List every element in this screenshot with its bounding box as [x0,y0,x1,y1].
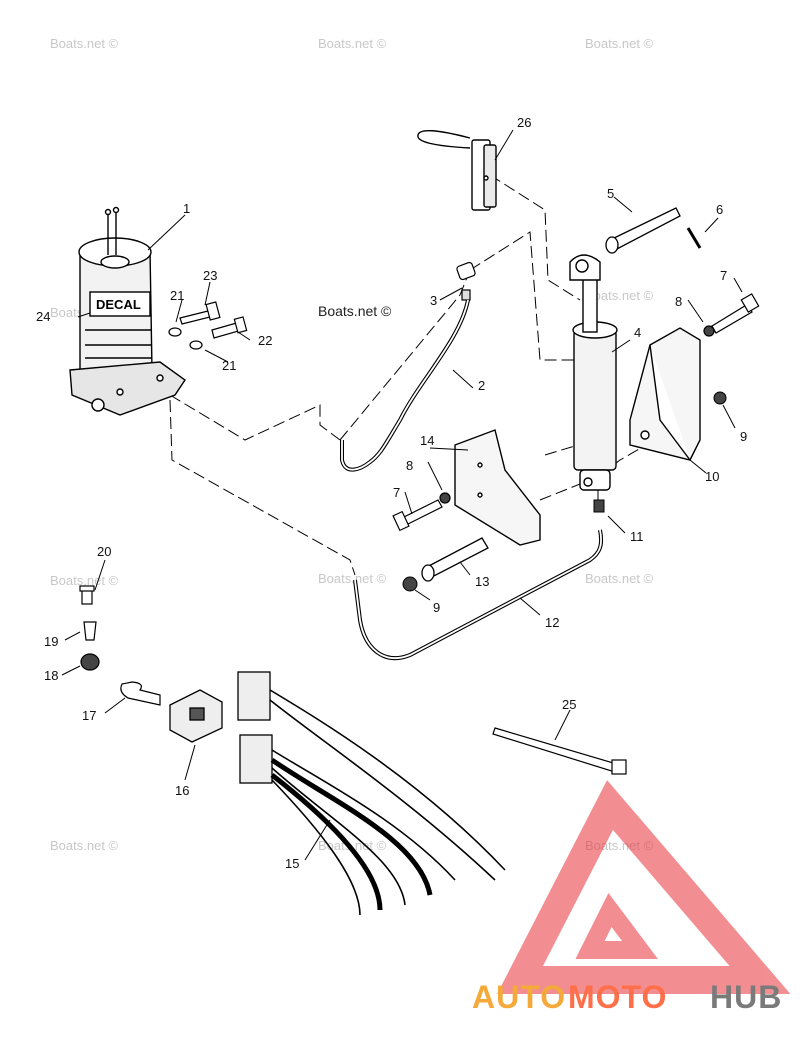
leader-15 [304,819,331,861]
callout-8: 8 [406,458,413,473]
diagram-caption: Boats.net © [318,303,392,319]
mount-bolt-left [392,492,451,532]
callout-12: 12 [545,615,559,630]
callout-17: 17 [82,708,96,723]
callout-3: 3 [430,293,437,308]
callout-20: 20 [97,544,111,559]
callout-18: 18 [44,668,58,683]
brand-logo: AUTO MOTO HUB [472,780,791,1015]
logo-part-auto: AUTO [472,979,566,1015]
callouts: 1 2 3 4 5 6 7 7 8 8 9 9 10 11 12 13 14 1… [36,115,747,871]
nut [402,576,418,592]
callout-9: 9 [433,600,440,615]
callout-1: 1 [183,201,190,216]
callout-4: 4 [634,325,641,340]
watermark: Boats.net © [50,573,119,588]
watermark: Boats.net © [585,288,654,303]
callout-2: 2 [478,378,485,393]
callout-8: 8 [675,294,682,309]
logo-part-hub: HUB [710,979,782,1015]
pivot-pin [605,207,702,254]
hydraulic-line-upper [340,299,470,472]
ring-terminal [120,681,161,706]
cable-tie [492,727,627,775]
watermarks: Boats.net © Boats.net © Boats.net © Boat… [50,36,654,853]
logo-part-moto: MOTO [568,979,667,1015]
pump-motor [69,206,186,416]
fitting-11 [593,499,605,513]
mount-bracket-right [629,327,701,461]
decal-label: DECAL [96,297,141,312]
callout-11: 11 [630,529,644,544]
callout-25: 25 [562,697,576,712]
callout-10: 10 [705,469,719,484]
watermark: Boats.net © [318,571,387,586]
callout-9: 9 [740,429,747,444]
trim-cylinder [569,254,618,491]
callout-13: 13 [475,574,489,589]
fitting [456,261,476,301]
callout-21: 21 [222,358,236,373]
watermark: Boats.net © [50,36,119,51]
callout-5: 5 [607,186,614,201]
callout-24: 24 [36,309,50,324]
callout-21: 21 [170,288,184,303]
callout-15: 15 [285,856,299,871]
wiring-harness [237,671,506,916]
callout-16: 16 [175,783,189,798]
watermark: Boats.net © [585,36,654,51]
watermark: Boats.net © [50,838,119,853]
callout-6: 6 [716,202,723,217]
callout-19: 19 [44,634,58,649]
callout-26: 26 [517,115,531,130]
leader-lines [61,129,743,781]
callout-14: 14 [420,433,434,448]
watermark: Boats.net © [318,36,387,51]
callout-23: 23 [203,268,217,283]
callout-7: 7 [720,268,727,283]
mount-bolt-right [703,293,760,337]
retainer-clip [417,130,497,211]
watermark: Boats.net © [585,571,654,586]
nut [713,391,727,405]
small-hardware [79,585,100,671]
callout-7: 7 [393,485,400,500]
motor-hardware [168,301,248,350]
connector-block [169,689,223,743]
pivot-pin-lower [421,537,489,582]
mount-bracket-left [454,429,541,546]
callout-22: 22 [258,333,272,348]
